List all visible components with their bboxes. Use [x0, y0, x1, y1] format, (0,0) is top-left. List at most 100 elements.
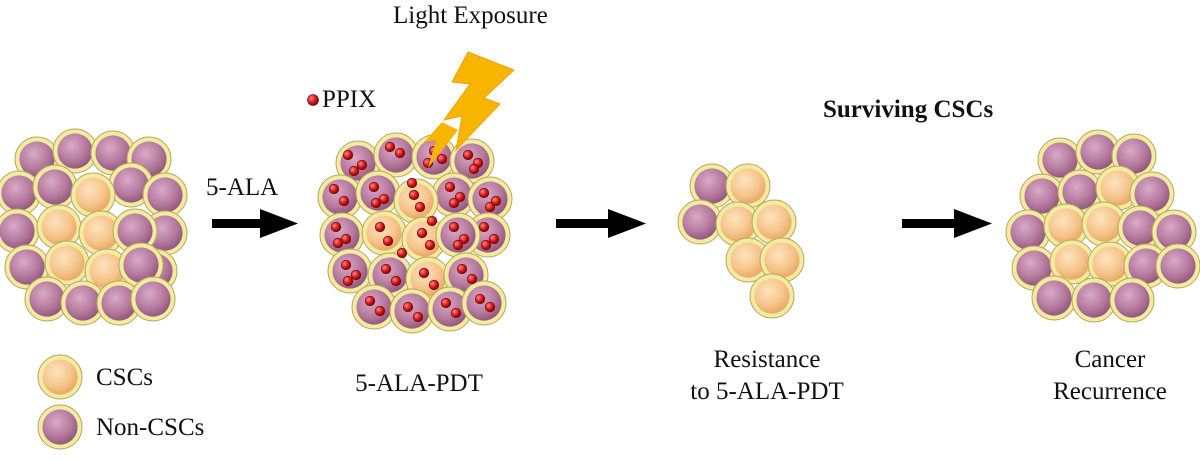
non-csc-cell [355, 170, 401, 216]
ppix-dot [412, 311, 424, 323]
csc-cell [1087, 241, 1133, 287]
arrow-to-recurrence [902, 209, 992, 238]
ppix-dot [480, 239, 492, 251]
non-csc-cell [1117, 205, 1163, 251]
ppix-dot [382, 235, 394, 247]
ppix-dot [338, 195, 350, 207]
ppix-dot [356, 159, 368, 171]
ppix-dot [342, 275, 354, 287]
ppix-dot [402, 301, 414, 313]
non-csc-cell [4, 244, 50, 290]
ppix-dot [452, 239, 464, 251]
surviving-cscs-title: Surviving CSCs [823, 96, 994, 123]
csc-cell [751, 199, 797, 245]
non-csc-cell [1005, 209, 1051, 255]
ppix-legend-dot [307, 94, 319, 106]
recurrence-label-line2: Recurrence [1053, 378, 1167, 405]
csc-cell [78, 210, 124, 256]
csc-cell [1081, 201, 1127, 247]
ppix-dot [450, 307, 462, 319]
ppix-label: PPIX [322, 86, 377, 113]
csc-cell [361, 210, 407, 256]
ppix-dot [440, 297, 452, 309]
ppix-dot [350, 269, 362, 281]
arrow-5ala-label: 5-ALA [206, 174, 279, 201]
ppix-dot [418, 267, 430, 279]
csc-cell [44, 240, 90, 286]
csc-cell [715, 201, 761, 247]
non-csc-cell [389, 288, 435, 334]
non-csc-cell [130, 276, 176, 322]
resistance-label-line2: to 5-ALA-PDT [690, 378, 844, 405]
non-csc-cell [1155, 243, 1200, 289]
ppix-dot [384, 141, 396, 153]
recurrence-label: Cancer Recurrence [1053, 344, 1167, 408]
non-csc-cell [24, 276, 70, 322]
ppix-dot [478, 221, 490, 233]
ppix-dot [368, 181, 380, 193]
ppix-dot [478, 187, 490, 199]
ppix-dot [332, 237, 344, 249]
non-csc-cell [435, 212, 481, 258]
csc-cell [1095, 165, 1141, 211]
csc-cell [36, 204, 82, 250]
ppix-dot [374, 221, 386, 233]
resistance-label: Resistance to 5-ALA-PDT [690, 344, 843, 408]
light-exposure-label: Light Exposure [393, 2, 548, 29]
ppix-dot [342, 149, 354, 161]
ppix-dot [390, 275, 402, 287]
ppix-dot [448, 221, 460, 233]
ppix-dot [394, 147, 406, 159]
ppix-dot [374, 305, 386, 317]
tumor-cluster-pdt-treated [317, 132, 513, 334]
ppix-dot [378, 193, 390, 205]
csc-cell [1043, 203, 1089, 249]
non-csc-cell [52, 128, 98, 174]
lightning-spark-icon [424, 122, 458, 168]
csc-cell [1049, 239, 1095, 285]
ppix-dot [436, 153, 448, 165]
non-csc-cell [1109, 277, 1155, 323]
non-csc-cell [37, 404, 83, 450]
ppix-dot [484, 301, 496, 313]
csc-cell [37, 354, 83, 400]
ppix-dot [444, 181, 456, 193]
tumor-cluster-untreated [0, 128, 188, 326]
non-csc-cell [677, 199, 723, 245]
surviving-csc-cluster [677, 163, 805, 319]
ppix-dot [380, 263, 392, 275]
csc-cell [401, 216, 447, 262]
ppix-dot [428, 279, 440, 291]
non-csc-cell [1019, 173, 1065, 219]
ppix-dot [364, 295, 376, 307]
resistance-label-line1: Resistance [713, 346, 821, 373]
non-csc-cell [60, 280, 106, 326]
non-csc-cell [0, 208, 40, 254]
ppix-dot [416, 227, 428, 239]
ppix-dot [396, 247, 408, 259]
legend-non-csc-label: Non-CSCs [96, 414, 205, 441]
non-csc-cell [112, 208, 158, 254]
arrow-to-survivors [556, 209, 646, 238]
csc-cell [749, 273, 795, 319]
non-csc-cell [351, 284, 397, 330]
non-csc-cell [427, 286, 473, 332]
non-csc-cell [142, 172, 188, 218]
ppix-dot [307, 94, 319, 106]
non-csc-cell [461, 280, 507, 326]
legend-cells [37, 354, 83, 450]
ppix-dot [462, 149, 474, 161]
ppix-dot [406, 177, 418, 189]
non-csc-cell [449, 138, 495, 184]
csc-cell [759, 237, 805, 283]
ppix-dot [484, 201, 496, 213]
ppix-dot [414, 201, 426, 213]
ppix-dot [330, 221, 342, 233]
non-csc-cell [118, 242, 164, 288]
legend-csc-label: CSCs [96, 364, 153, 391]
ppix-dot [474, 293, 486, 305]
ppix-dot [340, 259, 352, 271]
lightning-bolt-icon [442, 51, 515, 152]
recurrence-label-line1: Cancer [1074, 346, 1146, 373]
csc-cell [725, 163, 771, 209]
